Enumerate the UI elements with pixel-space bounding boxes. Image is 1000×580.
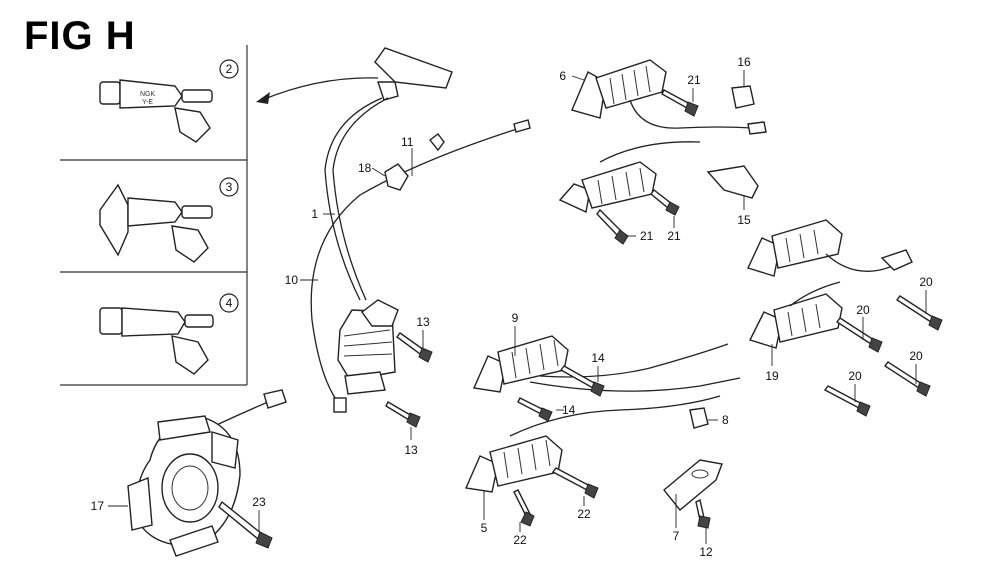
small-brackets — [689, 85, 759, 429]
charge-coil-right — [747, 219, 943, 417]
bracket-7 — [663, 459, 723, 529]
label-part-11: 11 — [401, 135, 414, 149]
label-part-20-c: 20 — [909, 349, 923, 363]
label-part-21-upper: 21 — [687, 73, 701, 87]
label-part-7: 7 — [673, 529, 680, 543]
label-part-13-upper: 13 — [416, 315, 430, 329]
part-labels: 1 10 11 18 13 13 6 21 16 15 21 21 20 20 … — [91, 55, 933, 559]
label-part-15: 15 — [737, 213, 751, 227]
label-part-20-d: 20 — [848, 369, 862, 383]
label-part-20-a: 20 — [919, 275, 933, 289]
label-part-18: 18 — [358, 161, 372, 175]
inset-number-4: 4 — [226, 296, 233, 310]
label-part-19: 19 — [765, 369, 779, 383]
label-part-20-b: 20 — [856, 303, 870, 317]
label-part-8: 8 — [722, 413, 729, 427]
label-part-6: 6 — [559, 69, 566, 83]
leader-lines — [108, 70, 927, 544]
figure-title: FIG H — [24, 14, 136, 58]
inset-text-ye: Y-E — [142, 99, 153, 106]
label-part-17: 17 — [91, 499, 105, 513]
label-part-16: 16 — [737, 55, 751, 69]
label-part-10: 10 — [285, 273, 299, 287]
label-part-22-right: 22 — [577, 507, 591, 521]
label-part-14-lower: 14 — [562, 403, 576, 417]
plug-cap-variant-2: 2 NGK Y-E — [99, 59, 239, 143]
label-part-14-upper: 14 — [591, 351, 605, 365]
stator-assembly — [127, 389, 287, 557]
label-part-21-right: 21 — [667, 229, 681, 243]
charge-coil-middle — [464, 335, 741, 527]
label-part-12: 12 — [699, 545, 713, 559]
label-part-9: 9 — [512, 311, 519, 325]
inset-number-2: 2 — [226, 62, 233, 76]
ignition-coil-assembly — [310, 47, 531, 428]
inset-panel: 2 NGK Y-E 3 4 — [60, 45, 379, 386]
plug-cap-variant-3: 3 — [99, 177, 239, 263]
label-part-1: 1 — [311, 207, 318, 221]
plug-cap-variant-4: 4 — [99, 293, 239, 375]
label-part-22-left: 22 — [513, 533, 527, 547]
label-part-13-lower: 13 — [404, 443, 418, 457]
inset-number-3: 3 — [226, 180, 233, 194]
charge-coil-upper — [558, 59, 767, 245]
label-part-5: 5 — [481, 521, 488, 535]
label-part-21-middle: 21 — [640, 229, 654, 243]
label-part-23: 23 — [252, 495, 266, 509]
inset-text-ngk: NGK — [140, 91, 156, 98]
